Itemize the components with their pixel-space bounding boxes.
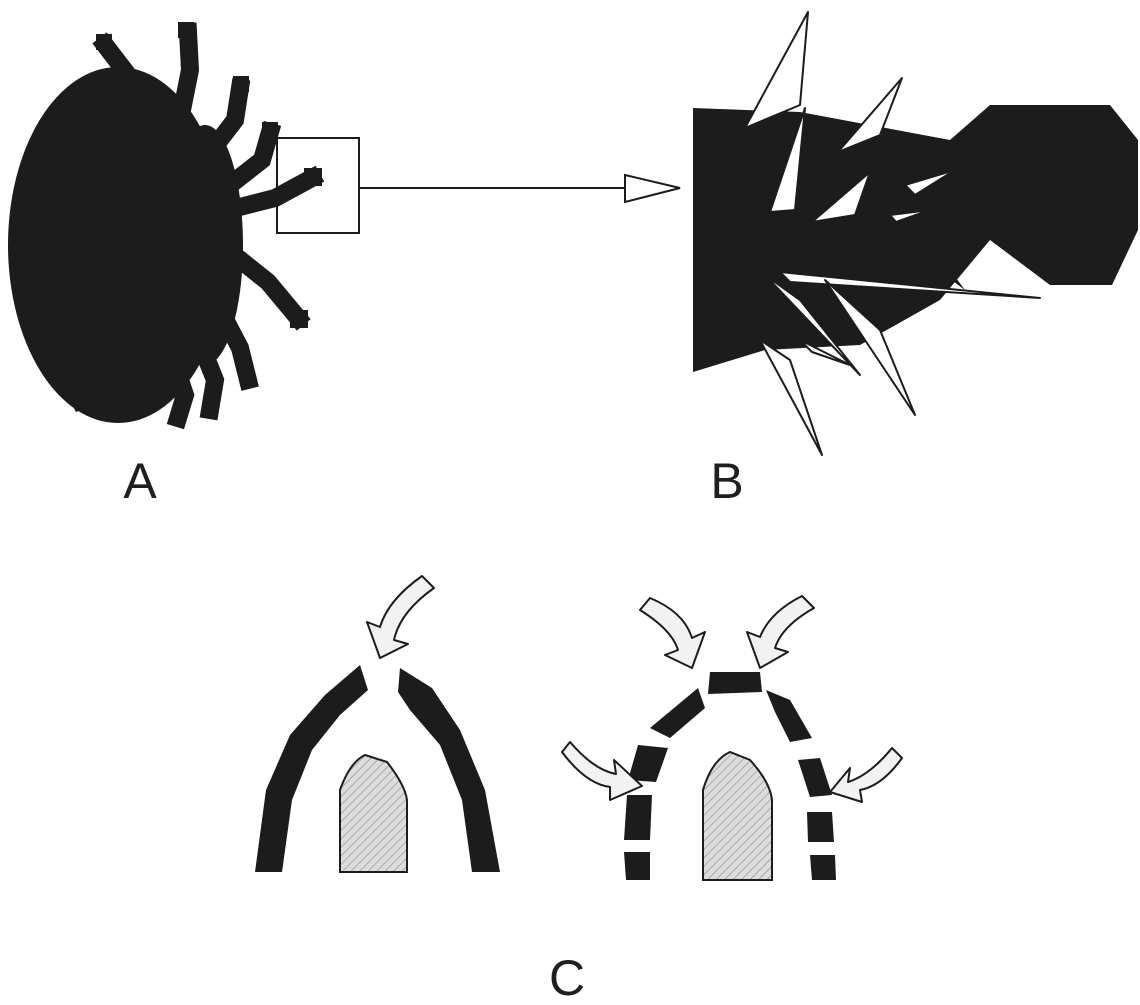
panel-label-c: C	[549, 950, 585, 1005]
leg-segment	[693, 105, 1138, 372]
leg-upper-2	[180, 32, 190, 120]
leg-tip-2	[178, 22, 194, 38]
arrow-right-top-right	[747, 596, 814, 668]
panel-label-b: B	[710, 453, 743, 509]
mite-silhouette	[8, 22, 322, 423]
arrow-right-top-left	[640, 598, 705, 668]
panel-label-a: A	[123, 453, 157, 509]
zoom-arrow-head	[625, 175, 680, 202]
seta-1	[745, 12, 808, 128]
arch-right-segment-6	[807, 812, 834, 842]
leg-tip-6	[290, 310, 308, 328]
panel-b: B	[693, 12, 1138, 509]
arch-right-segment-7	[624, 852, 650, 880]
arch-right-segment-2	[766, 690, 812, 742]
core-right	[703, 752, 772, 880]
leg-tip-4	[262, 122, 278, 138]
arrow-right-mid-right	[830, 748, 902, 802]
leg-tip-3	[233, 76, 249, 92]
leg-upper-3	[212, 88, 240, 150]
arrow-right-mid-left	[562, 742, 642, 800]
arch-right-segment-3	[628, 745, 668, 782]
leg-tip-1	[96, 34, 112, 50]
arch-right-segment-4	[798, 758, 832, 797]
arch-left-segment-2	[398, 668, 500, 872]
zoom-arrow	[359, 175, 680, 202]
leg-tip-5	[304, 168, 322, 186]
leg-lower-4	[170, 350, 185, 418]
panel-c: C	[255, 576, 902, 1005]
arrow-left-top	[367, 576, 434, 658]
panel-a: A	[8, 22, 359, 509]
leg-upper-4	[230, 132, 270, 185]
core-left	[340, 755, 407, 872]
arch-right-segment-1	[650, 688, 705, 738]
arch-right-segment-5	[624, 795, 652, 840]
seta-8	[760, 340, 822, 455]
arch-right-segment-top	[708, 672, 762, 694]
arch-right-segment-8	[810, 855, 836, 880]
